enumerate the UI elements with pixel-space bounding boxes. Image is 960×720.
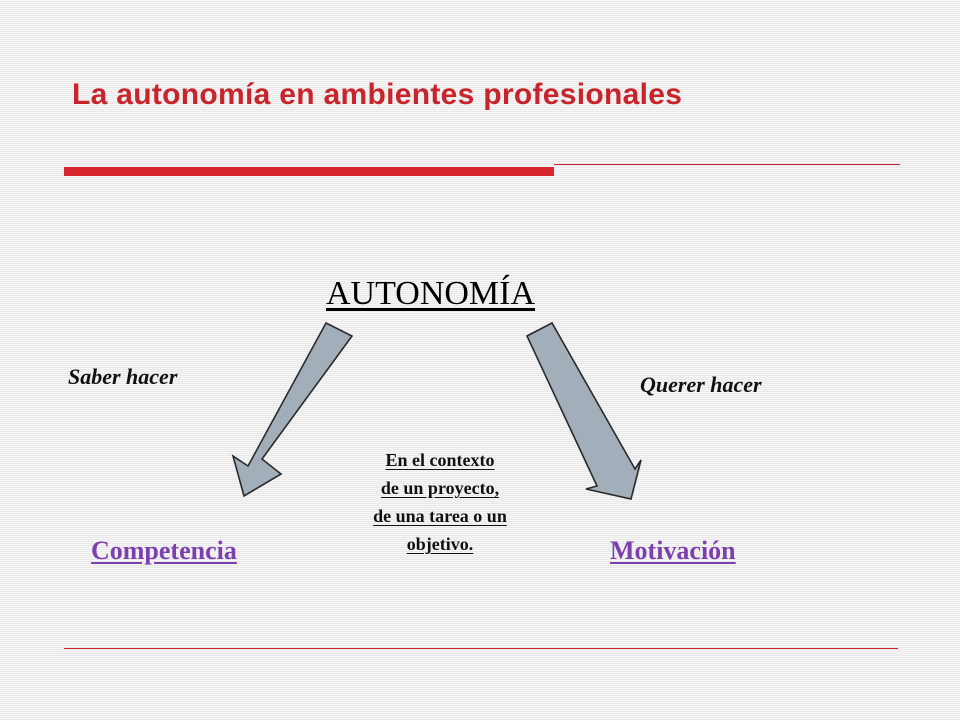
arrow-right bbox=[525, 321, 642, 500]
context-line: de un proyecto, bbox=[380, 478, 500, 498]
saber-hacer-label: Saber hacer bbox=[68, 364, 178, 389]
context-line: objetivo. bbox=[406, 534, 474, 554]
context-line: En el contexto bbox=[385, 450, 495, 470]
slide-title: La autonomía en ambientes profesionales bbox=[72, 78, 683, 111]
context-line: de una tarea o un bbox=[373, 506, 507, 526]
context-note: En el contexto de un proyecto, de una ta… bbox=[330, 446, 550, 558]
arrow-left bbox=[231, 321, 354, 498]
autonomia-heading: AUTONOMÍA bbox=[326, 275, 536, 312]
title-divider-thin bbox=[554, 164, 900, 165]
title-divider-thick bbox=[64, 167, 554, 176]
competencia-link[interactable]: Competencia bbox=[91, 536, 237, 565]
footer-divider bbox=[64, 648, 898, 649]
querer-hacer-label: Querer hacer bbox=[640, 372, 762, 397]
motivacion-link[interactable]: Motivación bbox=[610, 536, 736, 565]
